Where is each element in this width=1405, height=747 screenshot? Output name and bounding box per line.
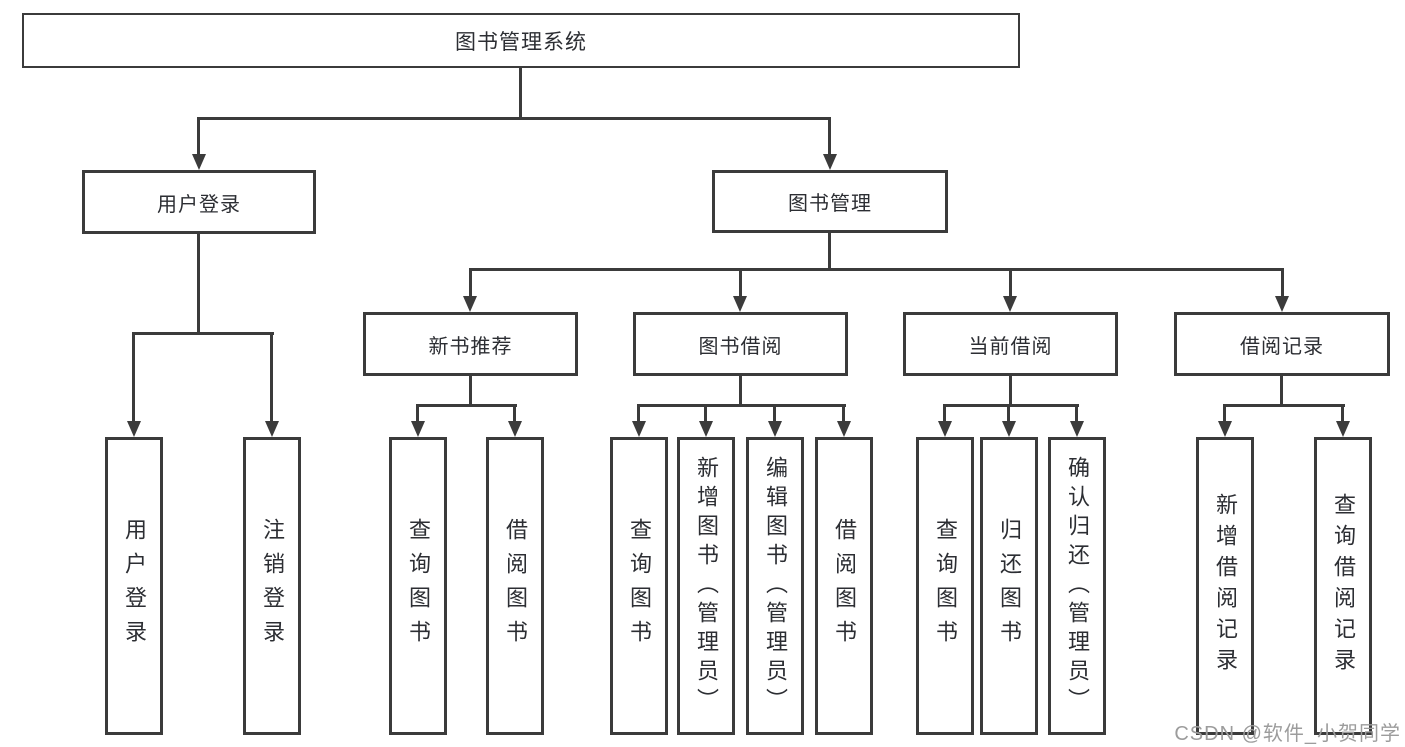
node-label: 图书借阅 xyxy=(698,335,783,358)
leaf-label: 注销登录 xyxy=(260,518,285,654)
leaf-query-books-borrow: 查询图书 xyxy=(610,437,668,735)
watermark: CSDN @软件_小贺同学 xyxy=(1174,723,1401,745)
connector-line xyxy=(828,233,831,271)
node-current-borrow: 当前借阅 xyxy=(903,312,1118,376)
leaf-label: 确认归还（管理员） xyxy=(1065,455,1090,717)
leaf-label: 新增图书（管理员） xyxy=(694,455,719,717)
arrow-down-icon xyxy=(1003,296,1017,312)
leaf-label: 查询图书 xyxy=(933,518,958,654)
arrow-down-icon xyxy=(938,421,952,437)
connector-line xyxy=(739,268,742,298)
node-label: 用户登录 xyxy=(157,193,241,216)
connector-line xyxy=(416,404,517,407)
arrow-down-icon xyxy=(837,421,851,437)
connector-line xyxy=(943,404,946,423)
connector-line xyxy=(704,404,707,423)
node-label: 图书管理 xyxy=(788,193,872,215)
connector-line xyxy=(637,404,846,407)
arrow-down-icon xyxy=(192,154,206,170)
leaf-label: 归还图书 xyxy=(997,518,1022,654)
arrow-down-icon xyxy=(1218,421,1232,437)
leaf-label: 查询图书 xyxy=(627,518,652,654)
connector-line xyxy=(197,234,200,335)
node-library-system: 图书管理系统 xyxy=(22,13,1020,68)
connector-line xyxy=(943,404,1079,407)
connector-line xyxy=(773,404,776,423)
leaf-label: 查询借阅记录 xyxy=(1331,493,1356,679)
connector-line xyxy=(197,117,831,120)
arrow-down-icon xyxy=(699,421,713,437)
node-new-book-recommend: 新书推荐 xyxy=(363,312,578,376)
connector-line xyxy=(637,404,640,423)
connector-line xyxy=(1281,268,1284,298)
arrow-down-icon xyxy=(1336,421,1350,437)
leaf-add-book-admin: 新增图书（管理员） xyxy=(677,437,735,735)
connector-line xyxy=(828,117,831,157)
arrow-down-icon xyxy=(463,296,477,312)
connector-line xyxy=(513,404,516,423)
arrow-down-icon xyxy=(768,421,782,437)
arrow-down-icon xyxy=(1275,296,1289,312)
leaf-label: 编辑图书（管理员） xyxy=(763,455,788,717)
connector-line xyxy=(739,376,742,407)
connector-line xyxy=(132,332,274,335)
leaf-confirm-return-admin: 确认归还（管理员） xyxy=(1048,437,1106,735)
connector-line xyxy=(469,268,472,298)
connector-line xyxy=(1223,404,1226,423)
leaf-label: 查询图书 xyxy=(406,518,431,654)
leaf-edit-book-admin: 编辑图书（管理员） xyxy=(746,437,804,735)
leaf-return-books: 归还图书 xyxy=(980,437,1038,735)
connector-line xyxy=(1223,404,1345,407)
arrow-down-icon xyxy=(733,296,747,312)
connector-line xyxy=(132,332,135,423)
connector-line xyxy=(1280,376,1283,407)
node-borrow-records: 借阅记录 xyxy=(1174,312,1390,376)
leaf-add-borrow-record: 新增借阅记录 xyxy=(1196,437,1254,735)
leaf-label: 借阅图书 xyxy=(832,518,857,654)
arrow-down-icon xyxy=(632,421,646,437)
connector-line xyxy=(469,268,1284,271)
connector-line xyxy=(197,117,200,157)
connector-line xyxy=(1075,404,1078,423)
connector-line xyxy=(1009,268,1012,298)
arrow-down-icon xyxy=(265,421,279,437)
leaf-label: 新增借阅记录 xyxy=(1213,493,1238,679)
arrow-down-icon xyxy=(823,154,837,170)
node-user-login: 用户登录 xyxy=(82,170,316,234)
arrow-down-icon xyxy=(508,421,522,437)
connector-line xyxy=(270,332,273,423)
arrow-down-icon xyxy=(411,421,425,437)
leaf-query-books-current: 查询图书 xyxy=(916,437,974,735)
connector-line xyxy=(519,68,522,118)
leaf-query-borrow-record: 查询借阅记录 xyxy=(1314,437,1372,735)
connector-line xyxy=(1341,404,1344,423)
arrow-down-icon xyxy=(1002,421,1016,437)
arrow-down-icon xyxy=(127,421,141,437)
leaf-logout-login: 注销登录 xyxy=(243,437,301,735)
node-book-borrow: 图书借阅 xyxy=(633,312,848,376)
leaf-borrow-books-borrow: 借阅图书 xyxy=(815,437,873,735)
connector-line xyxy=(469,376,472,407)
node-label: 图书管理系统 xyxy=(455,30,587,54)
node-label: 新书推荐 xyxy=(428,335,513,358)
leaf-user-login: 用户登录 xyxy=(105,437,163,735)
leaf-borrow-books-newbooks: 借阅图书 xyxy=(486,437,544,735)
leaf-label: 用户登录 xyxy=(122,518,147,654)
leaf-label: 借阅图书 xyxy=(503,518,528,654)
arrow-down-icon xyxy=(1070,421,1084,437)
connector-line xyxy=(842,404,845,423)
leaf-query-books-newbooks: 查询图书 xyxy=(389,437,447,735)
node-label: 借阅记录 xyxy=(1240,335,1324,358)
node-label: 当前借阅 xyxy=(968,335,1053,358)
connector-line xyxy=(1007,404,1010,423)
connector-line xyxy=(1009,376,1012,407)
connector-line xyxy=(416,404,419,423)
node-book-management: 图书管理 xyxy=(712,170,948,233)
